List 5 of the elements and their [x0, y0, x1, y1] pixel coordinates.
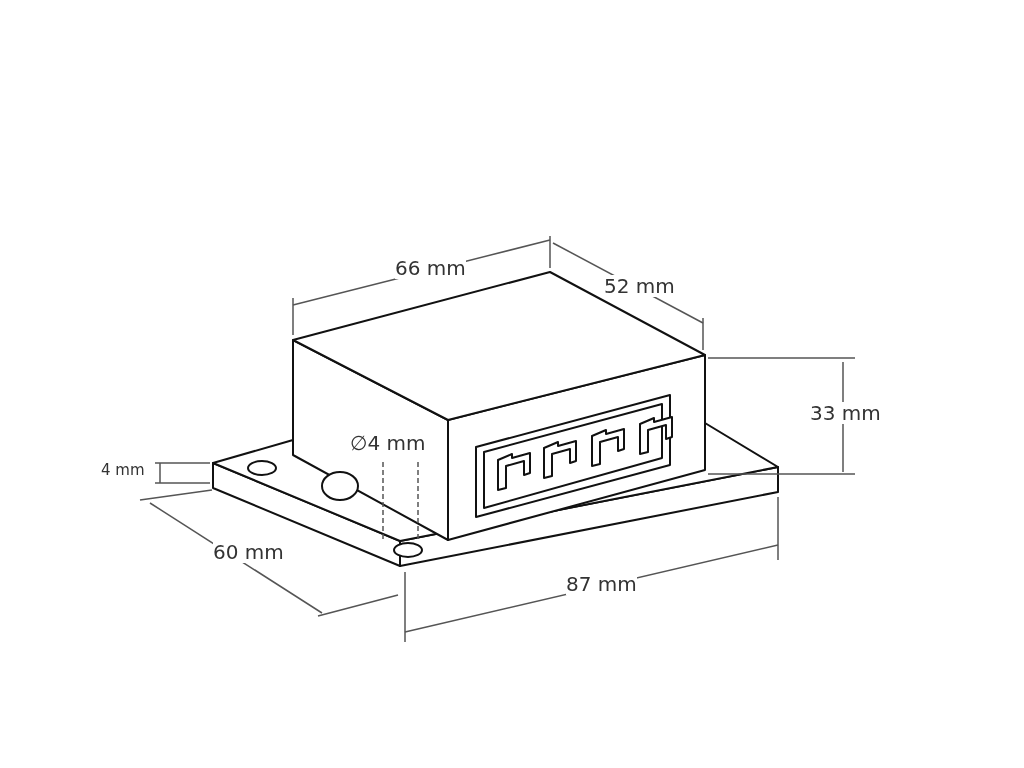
dimension-label: 66 mm — [395, 257, 466, 279]
dimension-label: 60 mm — [213, 541, 284, 563]
dimension-label: 52 mm — [604, 275, 675, 297]
dimension-label: ∅4 mm — [350, 432, 426, 454]
dimension-label: 33 mm — [810, 402, 881, 424]
